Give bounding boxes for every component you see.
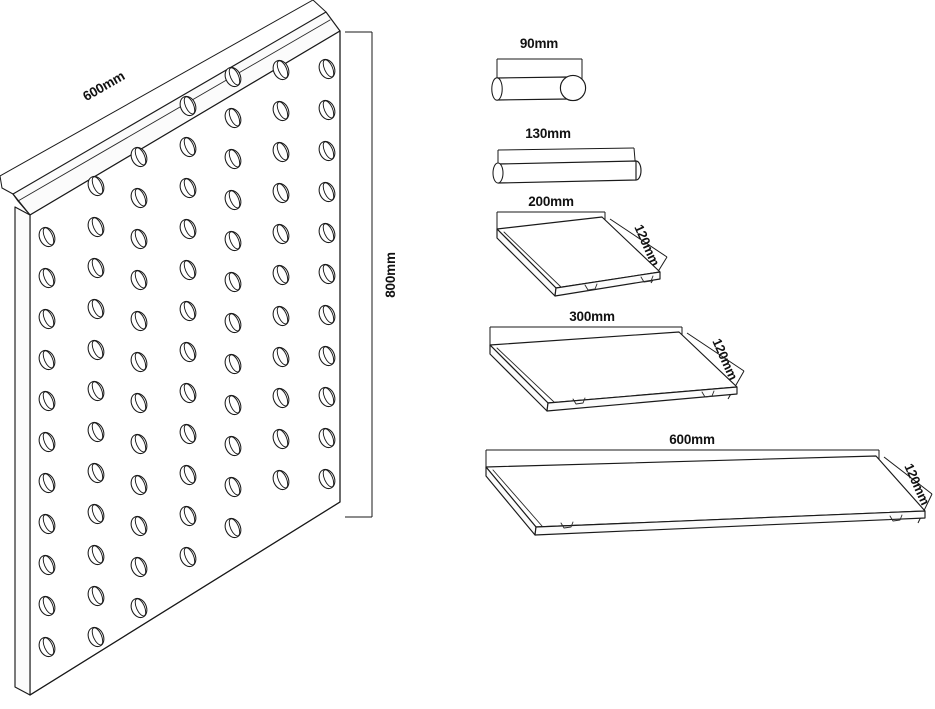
shelf-200-front-edge	[554, 271, 661, 297]
accessory-peg-90mm-group: 90mm	[491, 36, 587, 102]
pegboard-hole-grid	[38, 58, 336, 658]
shelf-300-notch-right	[701, 390, 715, 398]
shelf-600-front-edge	[534, 510, 926, 536]
dimension-board-height	[345, 31, 373, 518]
shelf-600-notch-right	[889, 514, 903, 522]
hole-column-7	[318, 58, 336, 490]
peg-90-body	[496, 76, 569, 101]
hole-column-6	[272, 59, 290, 491]
dimension-label-peg-130: 130mm	[525, 126, 571, 141]
peg-130-right-cap	[635, 160, 642, 181]
dimension-label-board-height: 800mm	[383, 252, 398, 298]
shelf-600-lip-line	[492, 469, 543, 527]
pegboard-bottom-edge	[29, 501, 341, 696]
peg-130-left-cap	[492, 162, 504, 184]
accessory-shelf-200mm-group: 200mm 120mm	[496, 194, 668, 297]
shelf-200-notch-right	[640, 275, 654, 283]
shelf-300-lip-line	[496, 347, 555, 403]
pegboard-top-left-cap	[12, 193, 31, 216]
dimension-label-shelf-300-width: 300mm	[569, 309, 615, 324]
dimension-label-shelf-200-width: 200mm	[528, 194, 574, 209]
shelf-300-front-edge	[546, 386, 738, 412]
pegboard-panel-group: 600mm 800mm	[0, 0, 398, 696]
shelf-200-lip-line	[503, 231, 562, 288]
shelf-600-notch-left	[560, 521, 574, 529]
dimension-board-width	[0, 0, 327, 195]
hole-column-4	[179, 95, 197, 568]
pegboard-front-face	[29, 30, 341, 696]
accessory-shelf-300mm-group: 300mm 120mm	[489, 309, 745, 412]
shelf-200-notch-left	[584, 283, 598, 291]
accessory-peg-130mm-group: 130mm	[492, 126, 642, 184]
hole-column-1	[38, 226, 56, 658]
dimension-label-shelf-600-width: 600mm	[669, 432, 715, 447]
peg-130-body	[497, 160, 637, 184]
peg-90-left-cap	[491, 77, 503, 101]
dimension-label-peg-90: 90mm	[520, 36, 558, 51]
shelf-300-notch-left	[572, 397, 586, 405]
hole-column-2	[87, 175, 105, 648]
pegboard-left-thickness	[14, 206, 31, 696]
accessory-shelf-600mm-group: 600mm 120mm	[485, 432, 933, 536]
dimension-label-board-width: 600mm	[80, 68, 127, 104]
pegboard-top-edge-inner	[17, 19, 331, 202]
peg-90-head	[559, 74, 587, 102]
hole-column-5	[224, 66, 242, 539]
hole-column-3	[130, 146, 148, 619]
